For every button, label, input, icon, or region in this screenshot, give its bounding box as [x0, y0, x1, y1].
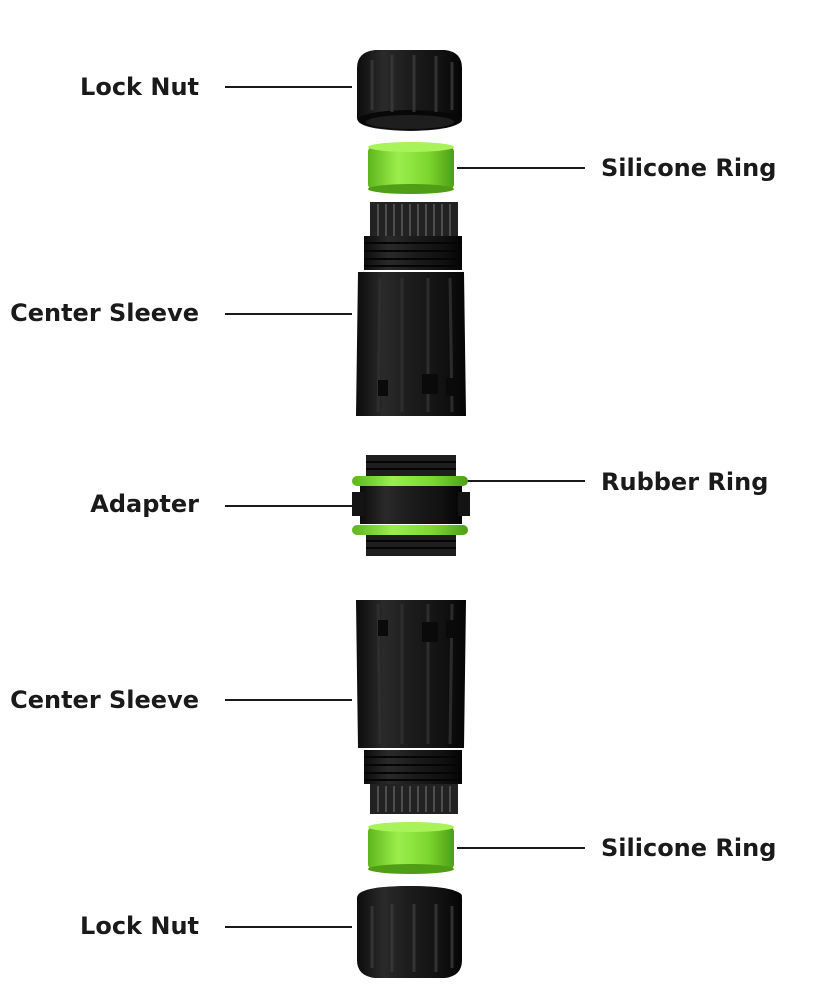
label-adapter: Adapter	[90, 490, 199, 518]
rubber-ring-part	[352, 476, 468, 535]
adapter-part	[352, 455, 470, 556]
label-silicone-ring-bottom: Silicone Ring	[601, 834, 777, 862]
lock-nut-top-part	[357, 50, 462, 131]
center-sleeve-bottom-part	[356, 600, 466, 814]
label-center-sleeve-bottom: Center Sleeve	[10, 686, 199, 714]
leader-lines	[225, 86, 585, 928]
label-lock-nut-bottom: Lock Nut	[80, 912, 199, 940]
center-sleeve-top-part	[356, 202, 466, 416]
label-silicone-ring-top: Silicone Ring	[601, 154, 777, 182]
label-rubber-ring: Rubber Ring	[601, 468, 769, 496]
silicone-ring-top-part	[368, 142, 454, 194]
label-lock-nut-top: Lock Nut	[80, 73, 199, 101]
silicone-ring-bottom-part	[368, 822, 454, 874]
label-center-sleeve-top: Center Sleeve	[10, 299, 199, 327]
lock-nut-bottom-part	[357, 886, 462, 978]
